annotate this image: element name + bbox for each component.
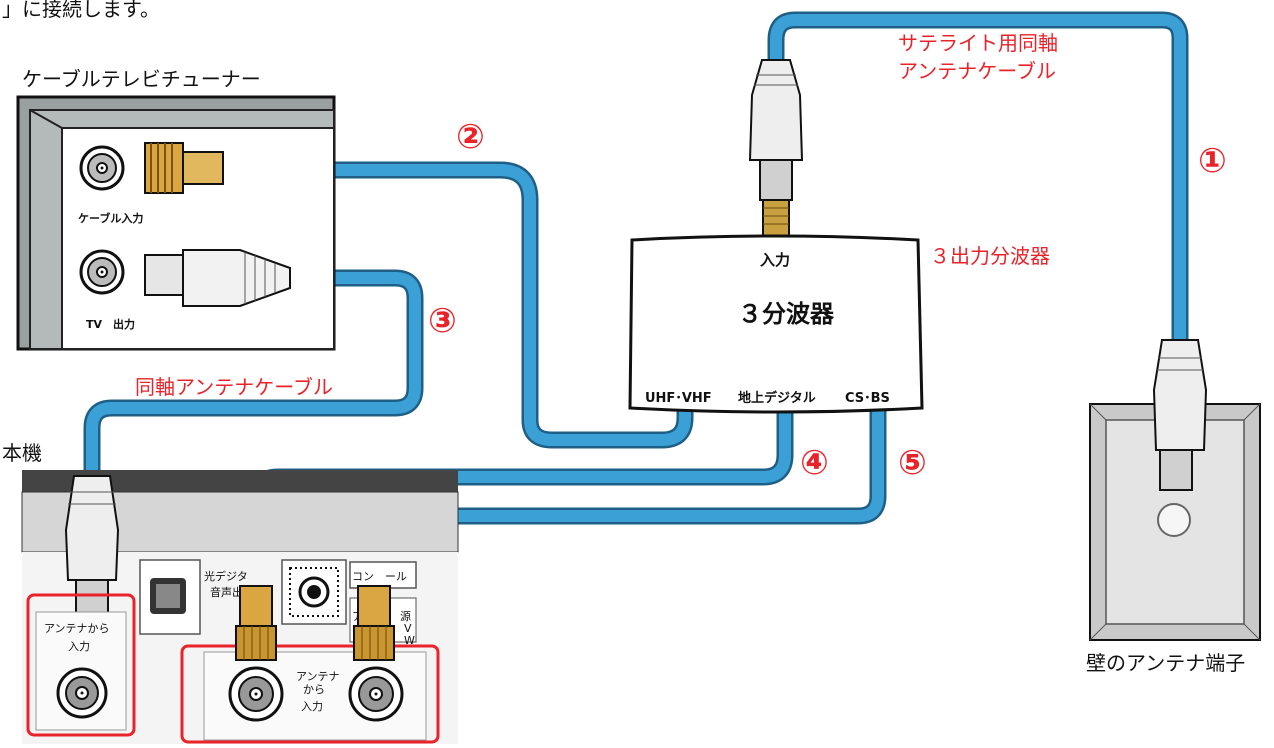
antenna-inputs-2-highlight (180, 644, 440, 744)
marker-3: ③ (428, 301, 457, 341)
marker-1: ① (1198, 141, 1227, 181)
splitter-port-uhf-vhf: UHF･VHF (645, 391, 712, 406)
coax-cable-label: 同軸アンテナケーブル (135, 375, 333, 399)
wall-terminal-label: 壁のアンテナ端子 (1086, 651, 1245, 675)
tuner-tv-output-jack[interactable] (79, 249, 125, 295)
unit-antenna-input-jack[interactable] (56, 667, 108, 719)
satellite-cable-label-line2: アンテナケーブル (898, 59, 1056, 83)
coax-plug-icon (144, 249, 291, 307)
top-fragment-text: 」に接続します。 (2, 0, 160, 21)
unit-antenna-from-2a: アンテナ (296, 670, 340, 683)
tuner-tv-output-label: TV 出力 (86, 317, 135, 331)
tuner-cable-input-label: ケーブル入力 (78, 211, 143, 225)
satellite-coax-cable-1-core (770, 14, 1186, 351)
optical-label-line2: 音声出 (210, 585, 243, 599)
cable-tv-tuner: ケーブルテレビチューナー ケーブル入力 (16, 67, 336, 351)
main-unit-rear-panel: 本機 アンテナから 入力 光デジタ 音声出 (2, 441, 459, 744)
unit-bs-cs-input-jack[interactable] (348, 666, 404, 722)
power-label-2: 源 (400, 609, 411, 623)
splitter-input-label: 入力 (760, 251, 790, 269)
wall-antenna-terminal (1089, 339, 1261, 641)
f-connector-gold-icon (235, 585, 277, 661)
tuner-cable-input-jack[interactable] (79, 145, 125, 191)
marker-2: ② (456, 117, 485, 157)
coax-cable-3-core (86, 272, 421, 486)
splitter-caption: ３出力分波器 (930, 244, 1050, 268)
antenna-input-highlight (26, 593, 136, 737)
optical-output-port[interactable] (139, 559, 201, 635)
tuner-title: ケーブルテレビチューナー (22, 67, 261, 91)
satellite-plug-icon (748, 59, 804, 237)
control-label: コン ール (352, 570, 407, 583)
satellite-cable-label-line1: サテライト用同軸 (898, 31, 1058, 55)
unit-antenna-from-label: アンテナから (44, 622, 110, 635)
f-connector-gold-icon (353, 585, 395, 661)
splitter-title: ３分波器 (738, 300, 835, 328)
three-way-splitter: 入力 ３分波器 UHF･VHF 地上デジタル CS･BS (628, 59, 924, 414)
unit-antenna-from-2b: から (303, 683, 325, 696)
unit-antenna-input-label: 入力 (68, 640, 90, 653)
power-label-3: V (404, 622, 412, 635)
unit-title: 本機 (2, 441, 42, 465)
control-port[interactable] (281, 559, 347, 625)
unit-terrestrial-input-jack[interactable] (228, 666, 284, 722)
f-connector-gold-icon (144, 142, 224, 194)
splitter-port-cs-bs: CS･BS (845, 391, 890, 406)
unit-antenna-input-2: 入力 (301, 700, 323, 713)
marker-5: ⑤ (898, 443, 927, 483)
splitter-body (628, 234, 924, 414)
marker-4: ④ (800, 443, 829, 483)
splitter-port-terrestrial: 地上デジタル (738, 390, 816, 406)
power-label-4: W (404, 634, 415, 647)
coax-cable-2-core (219, 164, 691, 446)
unit-top-edge (22, 470, 458, 492)
optical-label-line1: 光デジタ (204, 569, 248, 583)
